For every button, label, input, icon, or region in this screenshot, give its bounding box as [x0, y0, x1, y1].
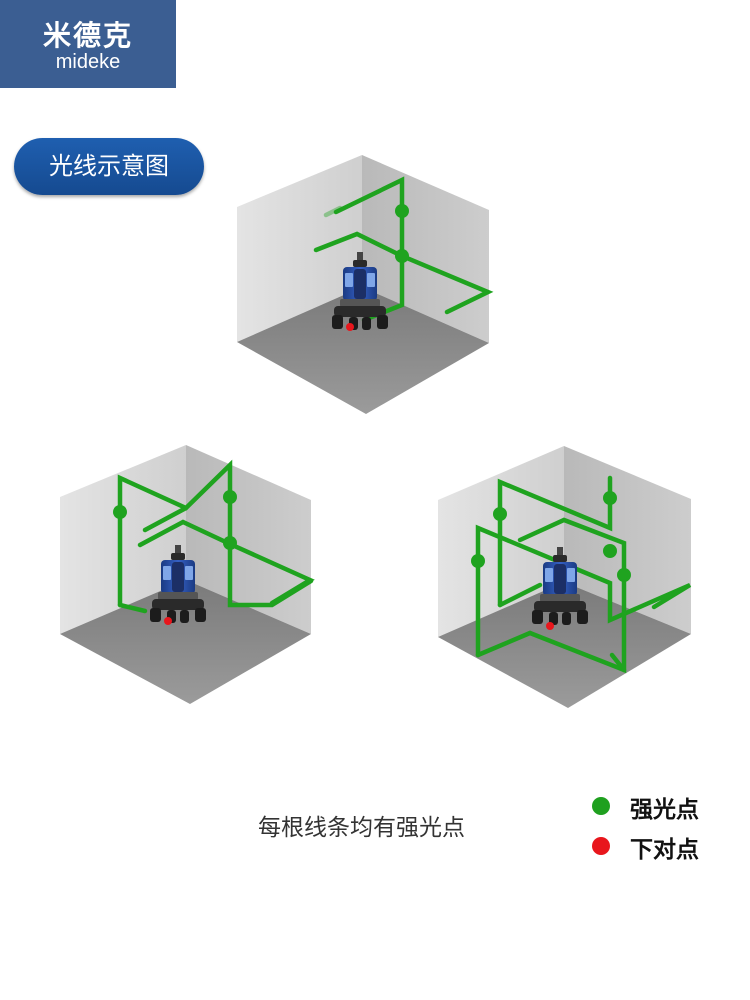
brand-name-cn: 米德克: [42, 19, 133, 52]
section-title-badge: 光线示意图: [14, 138, 204, 195]
room-1: [237, 155, 494, 414]
room-2: [60, 445, 315, 704]
caption: 每根线条均有强光点: [258, 815, 465, 841]
section-title: 光线示意图: [49, 152, 169, 180]
brand-logo: 米德克 mideke: [0, 0, 176, 88]
green-dot-icon: [592, 797, 610, 815]
legend-label: 下对点: [630, 837, 699, 863]
brand-name-en: mideke: [55, 51, 121, 73]
legend-label: 强光点: [630, 797, 699, 823]
red-dot-icon: [592, 837, 610, 855]
room-3: [438, 446, 692, 708]
